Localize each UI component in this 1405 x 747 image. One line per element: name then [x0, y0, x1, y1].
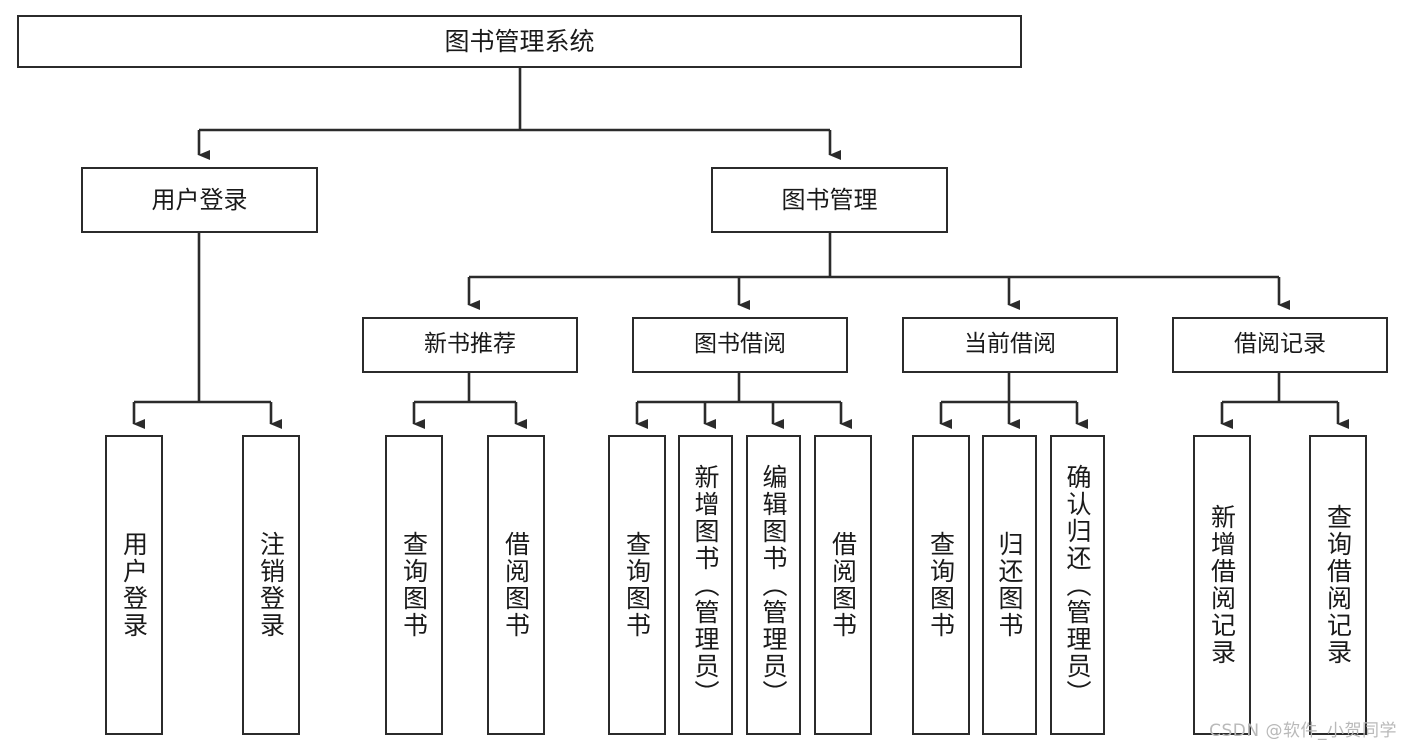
node-label: 用户登录 [151, 185, 248, 214]
node-label: 图书借阅 [694, 331, 786, 358]
node-label: 查询借阅记录 [1323, 504, 1353, 666]
node-label: 借阅记录 [1234, 331, 1326, 358]
node-label: 注销登录 [256, 531, 286, 639]
leaf-edit-book-admin[interactable]: 编辑图书（管理员） [746, 435, 801, 735]
leaf-add-book-admin[interactable]: 新增图书（管理员） [678, 435, 733, 735]
node-label: 用户登录 [119, 531, 149, 639]
node-label: 借阅图书 [501, 531, 531, 639]
node-label: 确认归还（管理员） [1063, 463, 1092, 707]
node-label: 当前借阅 [964, 331, 1056, 358]
leaf-add-borrow-record[interactable]: 新增借阅记录 [1193, 435, 1251, 735]
node-new-book-recommend[interactable]: 新书推荐 [362, 317, 578, 373]
leaf-user-login[interactable]: 用户登录 [105, 435, 163, 735]
node-label: 归还图书 [995, 531, 1024, 639]
leaf-query-book-current[interactable]: 查询图书 [912, 435, 970, 735]
leaf-logout[interactable]: 注销登录 [242, 435, 300, 735]
leaf-borrow-book[interactable]: 借阅图书 [814, 435, 872, 735]
node-root-system[interactable]: 图书管理系统 [17, 15, 1022, 68]
node-label: 新增图书（管理员） [691, 463, 720, 707]
node-current-borrow[interactable]: 当前借阅 [902, 317, 1118, 373]
leaf-query-borrow-record[interactable]: 查询借阅记录 [1309, 435, 1367, 735]
node-label: 新增借阅记录 [1207, 504, 1237, 666]
node-book-management[interactable]: 图书管理 [711, 167, 948, 233]
leaf-borrow-book-recommend[interactable]: 借阅图书 [487, 435, 545, 735]
leaf-confirm-return-admin[interactable]: 确认归还（管理员） [1050, 435, 1105, 735]
node-label: 查询图书 [622, 531, 652, 639]
node-label: 图书管理 [781, 185, 878, 214]
node-book-borrow[interactable]: 图书借阅 [632, 317, 848, 373]
csdn-watermark: CSDN @软件_小贺同学 [1209, 721, 1397, 741]
node-label: 编辑图书（管理员） [759, 463, 788, 707]
leaf-query-book-recommend[interactable]: 查询图书 [385, 435, 443, 735]
node-user-login[interactable]: 用户登录 [81, 167, 318, 233]
node-label: 新书推荐 [424, 331, 516, 358]
node-borrow-record[interactable]: 借阅记录 [1172, 317, 1388, 373]
leaf-query-book-borrow[interactable]: 查询图书 [608, 435, 666, 735]
node-label: 图书管理系统 [444, 26, 595, 56]
node-label: 查询图书 [926, 531, 956, 639]
node-label: 查询图书 [399, 531, 429, 639]
leaf-return-book[interactable]: 归还图书 [982, 435, 1037, 735]
node-label: 借阅图书 [828, 531, 858, 639]
